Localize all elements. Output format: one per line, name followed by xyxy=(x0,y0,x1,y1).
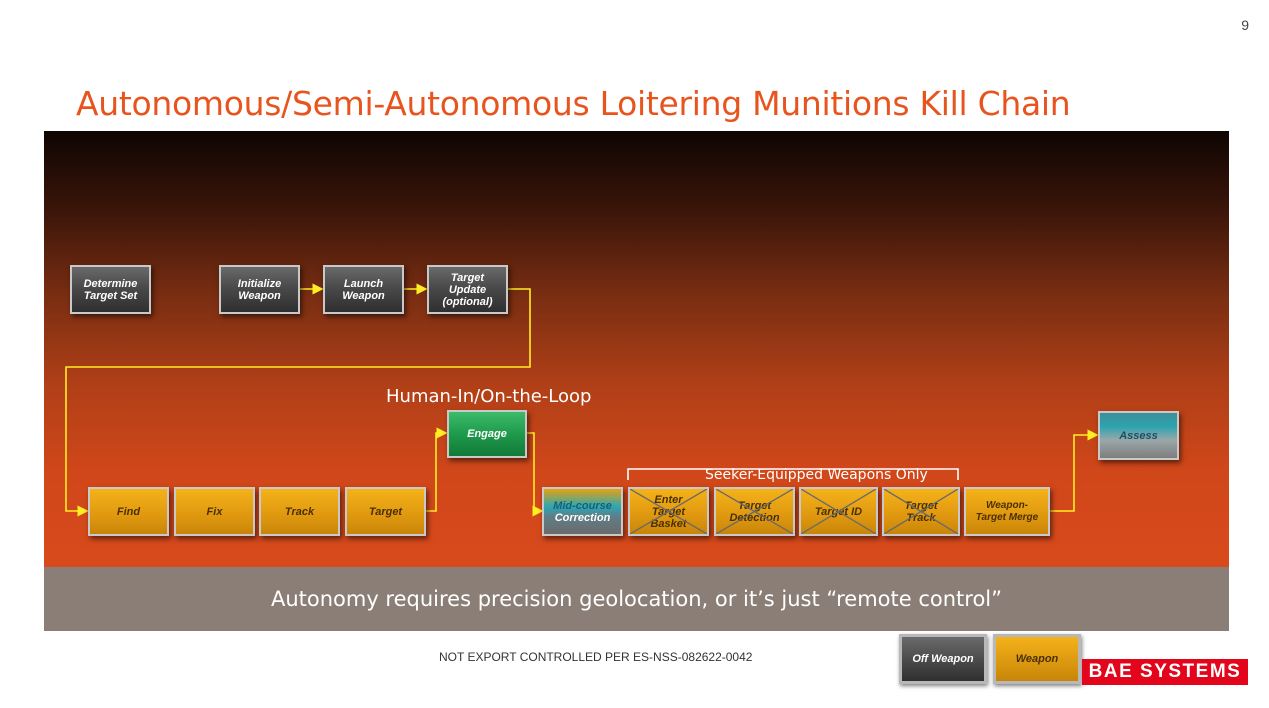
fix-box: Fix xyxy=(174,487,255,536)
cross-out-mark xyxy=(801,489,876,534)
export-control-notice: NOT EXPORT CONTROLLED PER ES-NSS-082622-… xyxy=(439,650,753,664)
arrow-engage-midcourse xyxy=(526,432,544,517)
engage-box: Engage xyxy=(447,410,527,458)
find-box: Find xyxy=(88,487,169,536)
enter-target-basket-box: EnterTargetBasket xyxy=(628,487,709,536)
bottom-banner: Autonomy requires precision geolocation,… xyxy=(44,567,1229,631)
target-id-box: Target ID xyxy=(799,487,878,536)
cross-out-mark xyxy=(716,489,793,534)
arrow-update-find xyxy=(65,288,531,517)
cross-out-mark xyxy=(630,489,707,534)
arrow-target-engage xyxy=(425,427,448,512)
slide-title: Autonomous/Semi-Autonomous Loitering Mun… xyxy=(76,84,1071,123)
bae-systems-logo: BAE SYSTEMS xyxy=(1082,659,1248,685)
seeker-label: Seeker-Equipped Weapons Only xyxy=(705,467,928,483)
assess-box: Assess xyxy=(1098,411,1179,460)
human-loop-label: Human-In/On-the-Loop xyxy=(386,386,592,407)
legend-weapon: Weapon xyxy=(993,634,1081,684)
page-number: 9 xyxy=(1241,17,1249,33)
weapon-target-merge-box: Weapon-Target Merge xyxy=(964,487,1050,536)
seeker-bracket xyxy=(627,468,959,480)
legend-off-weapon: Off Weapon xyxy=(899,634,987,684)
arrow-merge-assess xyxy=(1049,429,1099,512)
cross-out-mark xyxy=(884,489,958,534)
target-box: Target xyxy=(345,487,426,536)
track-box: Track xyxy=(259,487,340,536)
